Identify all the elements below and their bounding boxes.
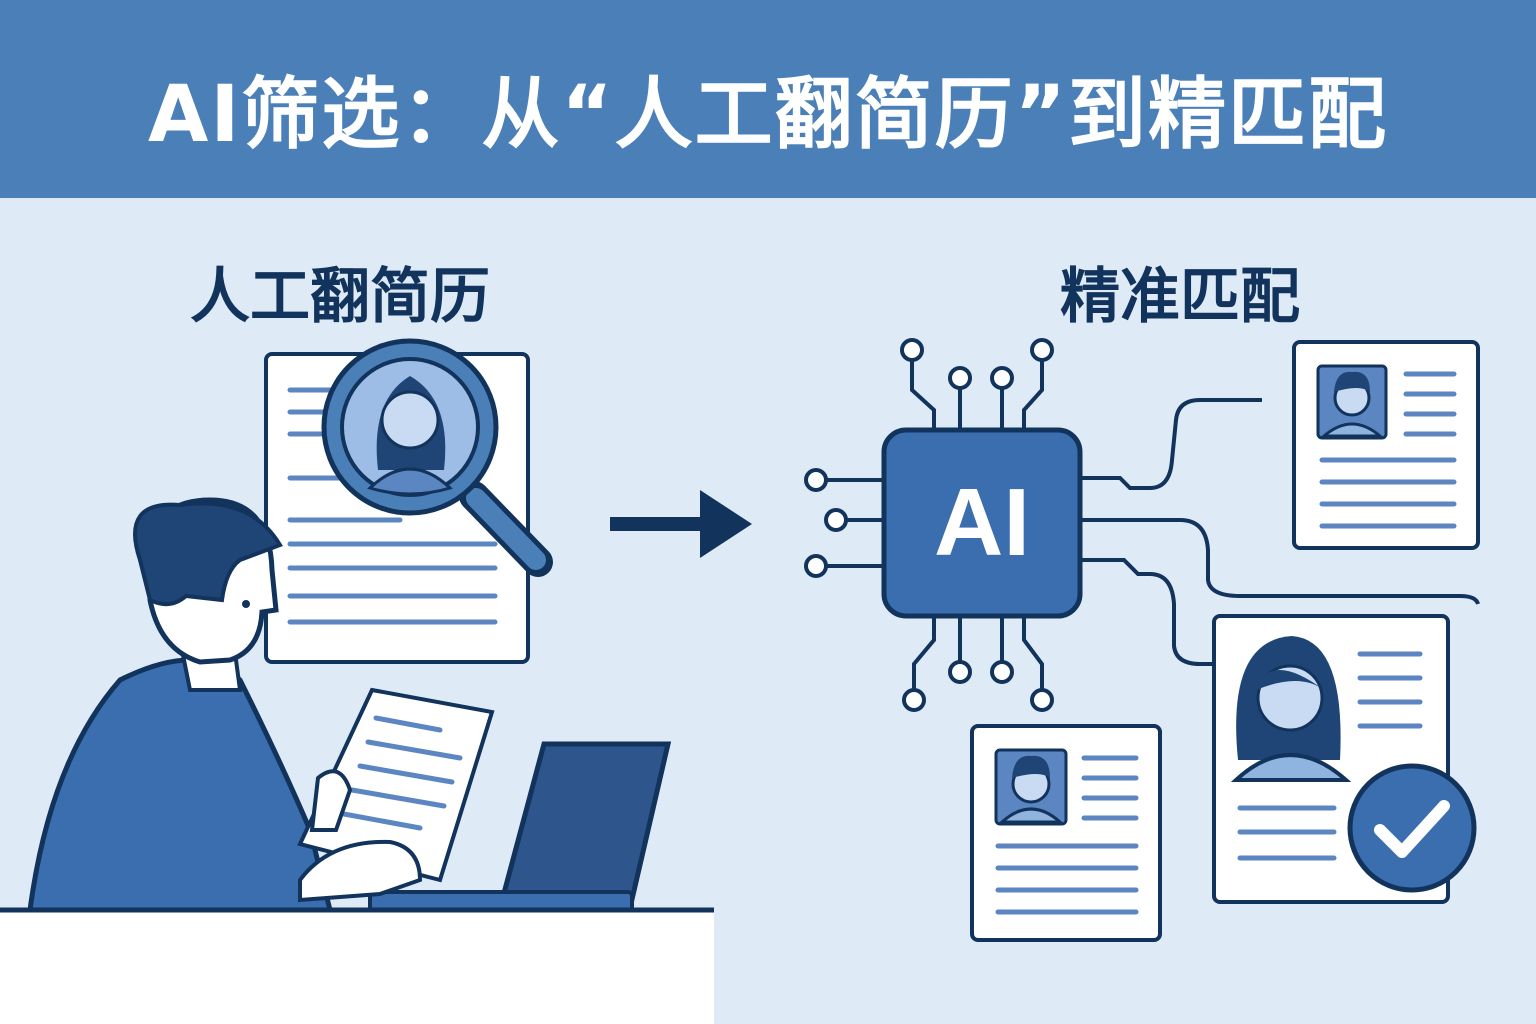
title-banner: AI筛选：从“人工翻简历”到精匹配 bbox=[0, 0, 1536, 198]
arrow-right-icon bbox=[610, 490, 752, 558]
circuit-nodes bbox=[804, 338, 1054, 712]
desk bbox=[0, 910, 714, 1024]
ai-chip-label: AI bbox=[934, 469, 1030, 576]
right-panel-title: 精准匹配 bbox=[1060, 262, 1300, 332]
checkmark-icon bbox=[1347, 763, 1477, 893]
resume-card-female-matched bbox=[1212, 614, 1450, 904]
resume-card-male-bottom bbox=[970, 724, 1162, 942]
page-title: AI筛选：从“人工翻简历”到精匹配 bbox=[148, 70, 1388, 160]
magnifier-icon bbox=[321, 338, 553, 577]
ai-chip-icon bbox=[881, 427, 1083, 619]
left-panel-title: 人工翻简历 bbox=[190, 262, 490, 332]
person-figure bbox=[27, 497, 334, 913]
laptop bbox=[298, 741, 672, 914]
handheld-resume bbox=[297, 687, 495, 883]
resume-card-male-top bbox=[1292, 340, 1480, 550]
